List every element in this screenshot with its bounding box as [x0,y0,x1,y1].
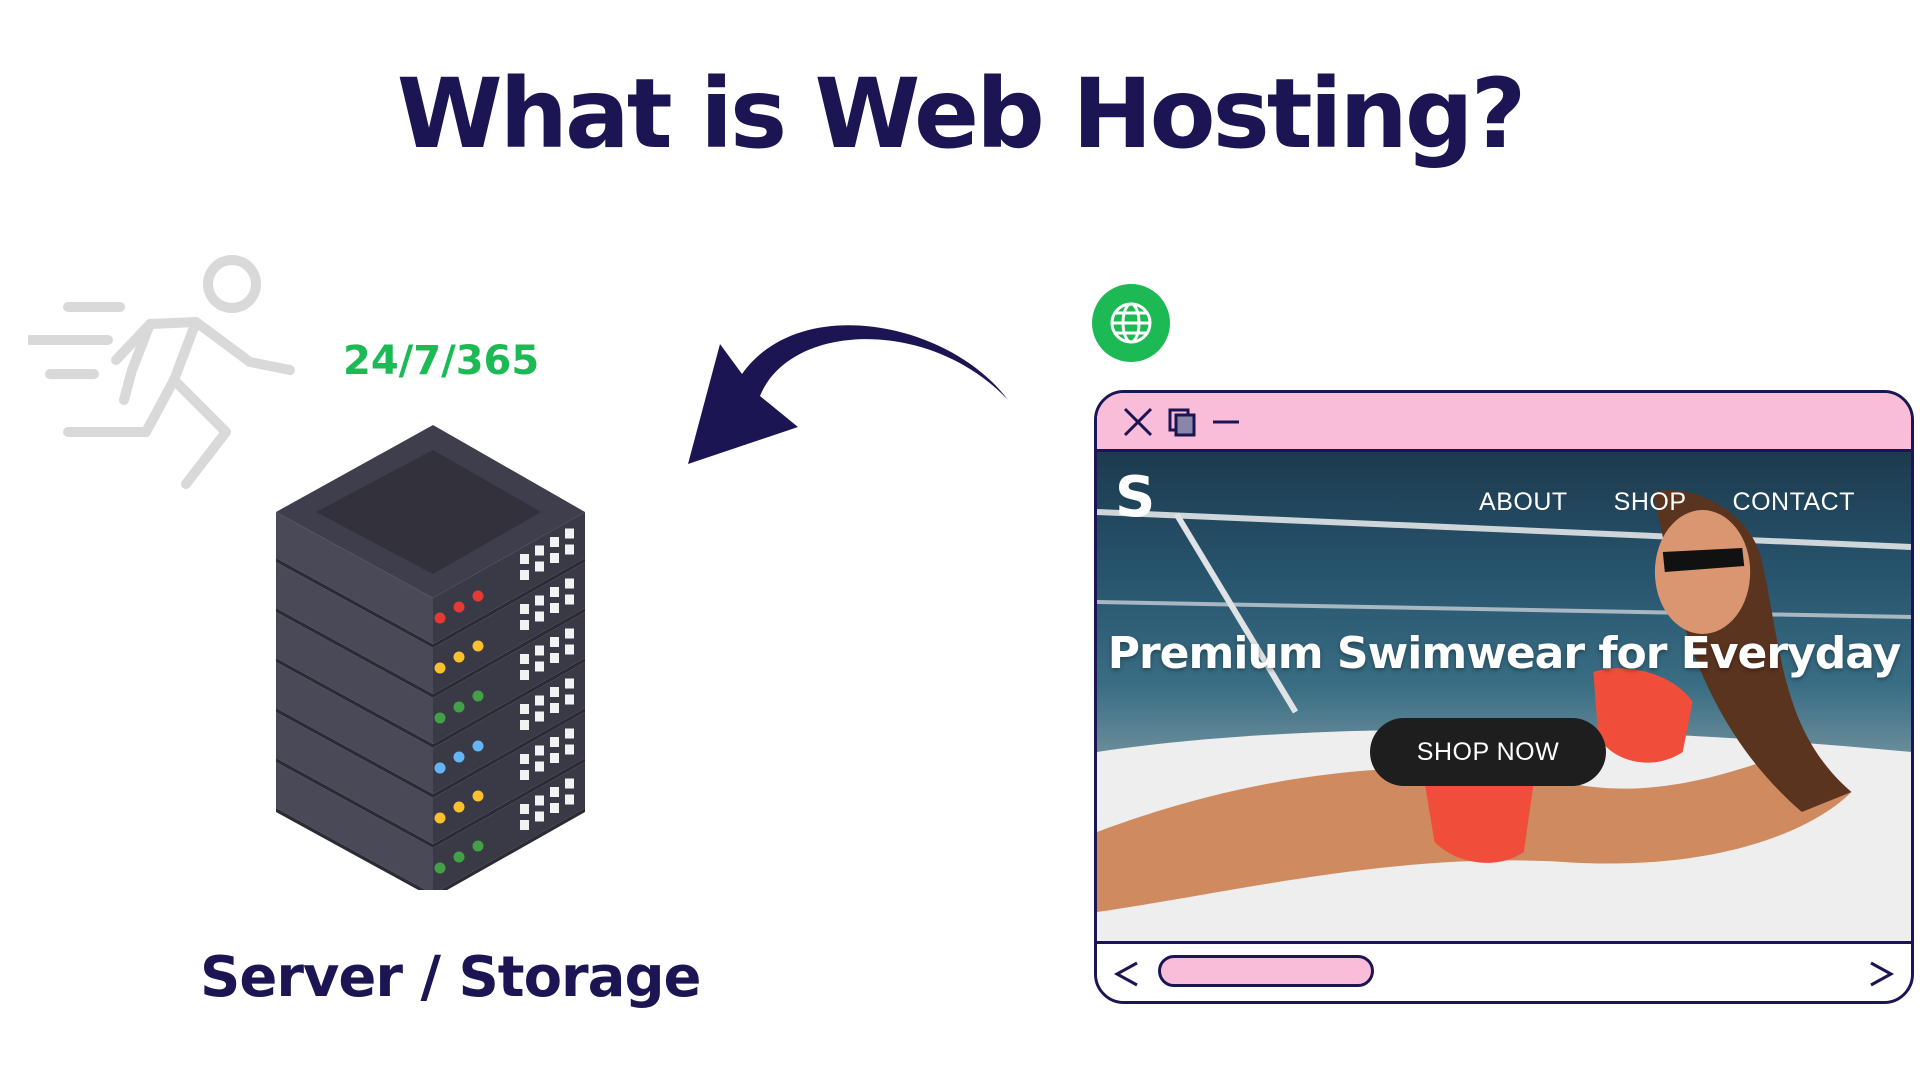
status-led [453,601,465,613]
status-led [453,751,465,763]
status-led [472,690,484,702]
status-led [472,740,484,752]
server-label: Server / Storage [200,945,702,1010]
server-unit [276,712,585,848]
status-led [434,862,446,874]
status-led [434,612,446,624]
minimize-icon[interactable] [1211,407,1241,437]
globe-badge [1092,284,1170,362]
status-led [434,712,446,724]
site-logo[interactable]: S [1115,465,1156,530]
nav-link-contact[interactable]: CONTACT [1732,488,1855,516]
status-led [472,790,484,802]
status-led [434,662,446,674]
chevron-right-icon[interactable] [1867,959,1895,989]
status-led [472,640,484,652]
website-hero: S ABOUT SHOP CONTACT Premium Swimwear fo… [1097,452,1911,941]
server-unit [276,662,585,798]
browser-scrollbar [1097,941,1911,1001]
restore-icon[interactable] [1167,407,1197,437]
hero-photo [1097,490,1911,941]
status-led [453,801,465,813]
curved-arrow-left-icon [688,325,1008,464]
uptime-label: 24/7/365 [343,338,540,384]
browser-window: S ABOUT SHOP CONTACT Premium Swimwear fo… [1094,390,1914,1004]
status-led [453,651,465,663]
browser-titlebar [1097,393,1911,452]
server-stack-icon [276,425,585,890]
status-led [472,840,484,852]
scrollbar-thumb[interactable] [1158,955,1374,987]
shop-now-button[interactable]: SHOP NOW [1370,718,1606,786]
close-icon[interactable] [1123,407,1153,437]
nav-link-shop[interactable]: SHOP [1613,488,1687,516]
status-led [453,851,465,863]
status-led [434,812,446,824]
nav-link-about[interactable]: ABOUT [1479,488,1568,516]
status-led [453,701,465,713]
server-unit [276,562,585,698]
page-title: What is Web Hosting? [396,58,1527,170]
hero-heading: Premium Swimwear for Everyday [1107,628,1902,679]
server-unit [276,612,585,748]
globe-icon [1110,302,1152,344]
chevron-left-icon[interactable] [1113,959,1141,989]
server-unit [276,762,585,890]
status-led [472,590,484,602]
site-nav: ABOUT SHOP CONTACT [1479,488,1855,517]
status-led [434,762,446,774]
running-person-icon [28,255,295,489]
server-unit [276,512,585,648]
